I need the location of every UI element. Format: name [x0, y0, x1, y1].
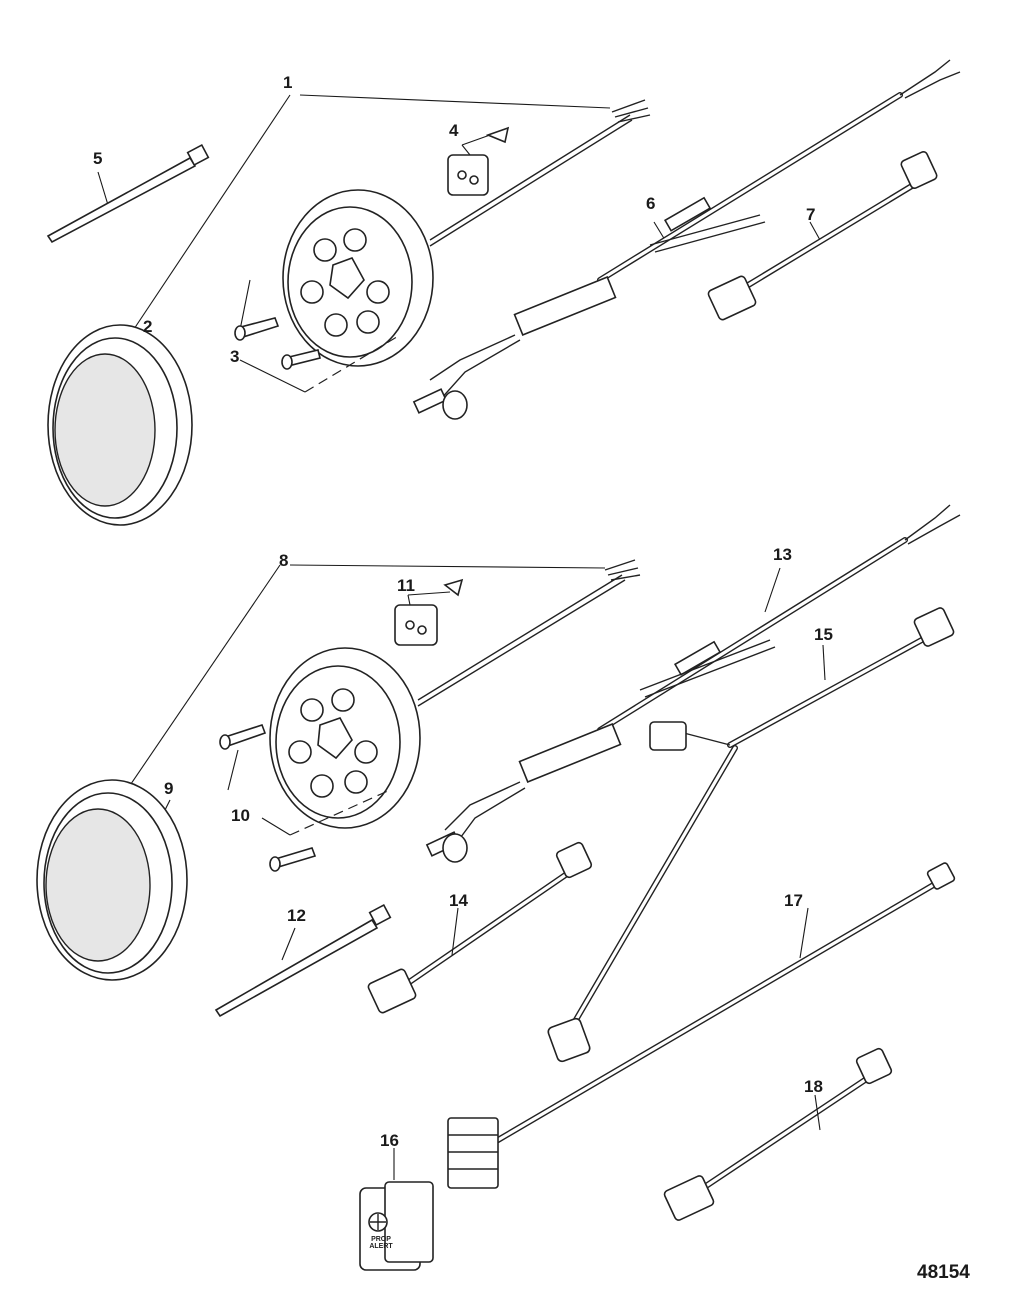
- screws-upper: [234, 317, 401, 393]
- callout-8: 8: [279, 551, 289, 570]
- extension-harness-lower: [367, 841, 593, 1014]
- callout-1: 1: [283, 73, 293, 92]
- callout-13: 13: [773, 545, 792, 564]
- callout-6: 6: [646, 194, 656, 213]
- switch-harness: [447, 862, 956, 1189]
- leader-lines-lower: [119, 564, 826, 836]
- callout-3: 3: [230, 347, 240, 366]
- connector-lower: [394, 578, 464, 646]
- callout-17: 17: [784, 891, 803, 910]
- harness-upper: [412, 59, 961, 420]
- callout-11: 11: [397, 576, 415, 595]
- callout-14: 14: [449, 891, 468, 910]
- callout-5: 5: [93, 149, 103, 168]
- connector-upper: [447, 126, 510, 196]
- cable-tie-upper: [46, 143, 210, 244]
- rocker-switch: [359, 1181, 434, 1271]
- light-housing-lower: [269, 559, 641, 829]
- lens-ring-upper: [47, 324, 193, 526]
- figure-number: 48154: [917, 1262, 970, 1283]
- lens-ring-lower: [36, 779, 188, 981]
- callout-12: 12: [287, 906, 306, 925]
- switch-legend: PROP ALERT: [369, 1236, 393, 1250]
- cable-tie-lower: [214, 903, 392, 1018]
- screws-lower: [219, 724, 391, 872]
- leader-lines-upper: [97, 94, 821, 393]
- callout-7: 7: [806, 205, 816, 224]
- harness-lower: [425, 504, 961, 863]
- y-harness: [547, 607, 955, 1063]
- extension-harness-switch: [663, 1047, 893, 1221]
- callout-15: 15: [814, 625, 833, 644]
- leader-lines-misc: [281, 907, 821, 1180]
- extension-harness-upper: [707, 151, 938, 321]
- callout-18: 18: [804, 1077, 823, 1096]
- callout-9: 9: [164, 779, 174, 798]
- callout-10: 10: [231, 806, 250, 825]
- callout-16: 16: [380, 1131, 399, 1150]
- light-housing-upper: [282, 99, 651, 367]
- callout-4: 4: [449, 121, 459, 140]
- callout-2: 2: [143, 317, 153, 336]
